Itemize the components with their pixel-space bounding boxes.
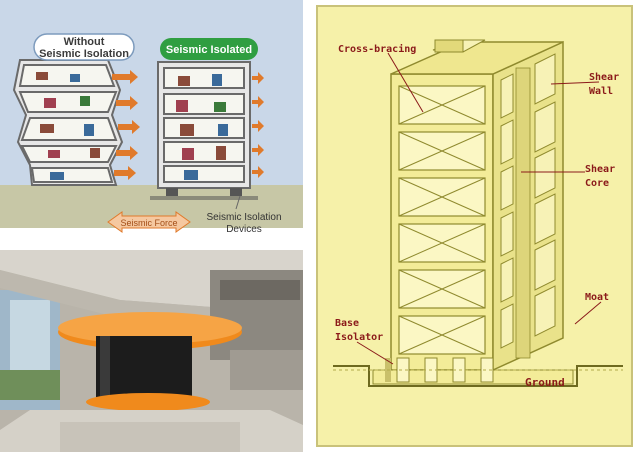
rubber-isolator-core: [96, 336, 192, 400]
label-cross-bracing: Cross-bracing: [338, 43, 416, 55]
shear-core: [515, 67, 531, 359]
seismic-isolated-title: Seismic Isolated: [166, 44, 252, 56]
label-base-isolator-line1: Base: [335, 318, 359, 329]
label-shear-wall-line2: Wall: [589, 86, 613, 97]
seismic-force-arrow: Seismic Force: [107, 211, 191, 233]
isolation-devices-label-line1: Seismic Isolation: [206, 212, 281, 223]
motion-arrows-right: [252, 72, 264, 178]
label-shear-core-line1: Shear: [585, 164, 615, 175]
label-ground: Ground: [525, 376, 565, 389]
seismic-isolated-pill: [160, 38, 258, 60]
roof-structure: [434, 39, 464, 53]
without-isolation-title-line2: Seismic Isolation: [39, 48, 129, 60]
base-isolator-photo: [0, 250, 303, 452]
building-structure-diagram: Cross-bracing Shear Wall Shear Core Moat…: [313, 2, 636, 450]
cross-bracing-lines: [398, 85, 486, 355]
without-isolation-title-line1: Without: [64, 36, 105, 48]
label-moat: Moat: [585, 292, 609, 303]
isolated-building: [150, 61, 258, 200]
label-shear-wall-line1: Shear: [589, 72, 619, 83]
building-side-face: [492, 40, 564, 372]
lower-bearing-plate: [86, 393, 210, 411]
isolation-devices-label-line2: Devices: [226, 224, 262, 235]
label-base-isolator-line2: Isolator: [335, 332, 383, 343]
isolation-comparison-illustration: Without Seismic Isolation Seismic Isolat…: [0, 0, 303, 241]
building-front-face: [390, 73, 494, 371]
label-shear-core-line2: Core: [585, 178, 609, 189]
ground: [333, 365, 623, 387]
non-isolated-building: [12, 59, 124, 186]
motion-arrows-left: [112, 70, 140, 180]
without-isolation-pill: [33, 33, 135, 61]
seismic-force-label: Seismic Force: [120, 218, 177, 228]
